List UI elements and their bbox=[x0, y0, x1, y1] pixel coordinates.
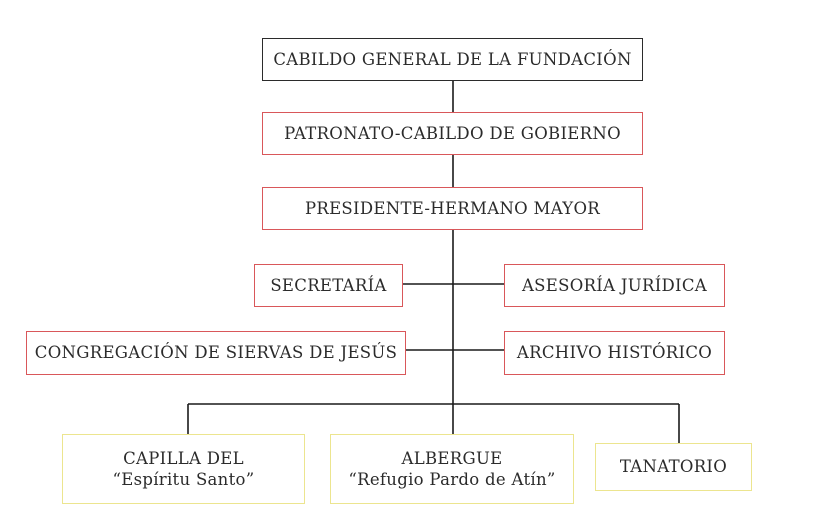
node-label: CABILDO GENERAL DE LA FUNDACIÓN bbox=[273, 49, 632, 69]
node-label: PATRONATO-CABILDO DE GOBIERNO bbox=[284, 123, 621, 143]
node-asesoria-juridica: ASESORÍA JURÍDICA bbox=[504, 264, 725, 307]
node-label: TANATORIO bbox=[619, 457, 728, 477]
node-patronato: PATRONATO-CABILDO DE GOBIERNO bbox=[262, 112, 643, 155]
node-cabildo-general: CABILDO GENERAL DE LA FUNDACIÓN bbox=[262, 38, 643, 81]
node-label: ALBERGUE bbox=[401, 448, 503, 468]
node-sublabel: “Refugio Pardo de Atín” bbox=[348, 470, 556, 489]
node-tanatorio: TANATORIO bbox=[595, 443, 752, 491]
node-label: ARCHIVO HISTÓRICO bbox=[516, 343, 713, 363]
node-label: ASESORÍA JURÍDICA bbox=[521, 275, 708, 295]
node-sublabel: “Espíritu Santo” bbox=[112, 470, 255, 489]
node-presidente: PRESIDENTE-HERMANO MAYOR bbox=[262, 187, 643, 230]
node-congregacion: CONGREGACIÓN DE SIERVAS DE JESÚS bbox=[26, 331, 406, 375]
node-label: CONGREGACIÓN DE SIERVAS DE JESÚS bbox=[34, 343, 398, 363]
node-label: CAPILLA DEL bbox=[123, 448, 244, 468]
node-label: PRESIDENTE-HERMANO MAYOR bbox=[304, 198, 601, 218]
node-label: SECRETARÍA bbox=[270, 275, 387, 295]
node-capilla: CAPILLA DEL “Espíritu Santo” bbox=[62, 434, 305, 504]
node-secretaria: SECRETARÍA bbox=[254, 264, 403, 307]
node-archivo-historico: ARCHIVO HISTÓRICO bbox=[504, 331, 725, 375]
node-albergue: ALBERGUE “Refugio Pardo de Atín” bbox=[330, 434, 574, 504]
